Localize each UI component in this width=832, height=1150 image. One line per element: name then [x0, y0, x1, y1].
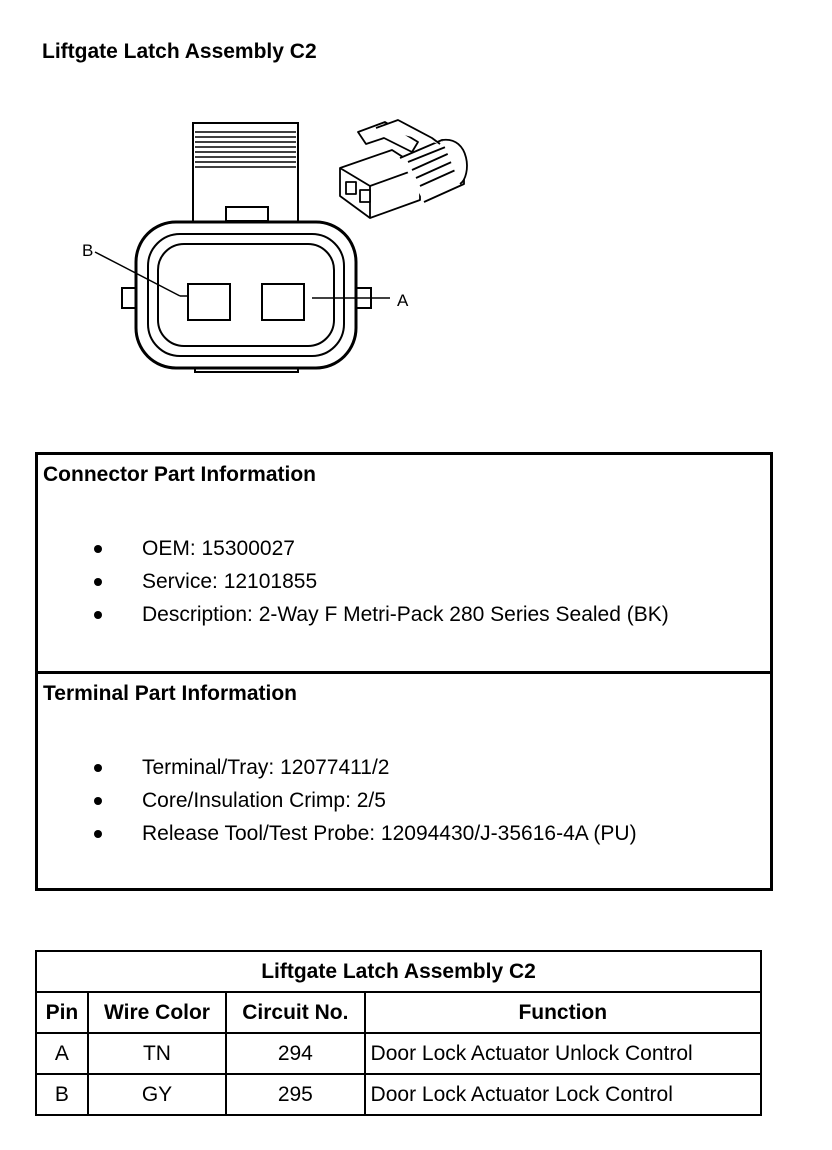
connector-info-heading: Connector Part Information — [43, 463, 317, 486]
table-cell: TN — [86, 1032, 228, 1075]
column-header-pin: Pin — [35, 991, 89, 1034]
list-item: Core/Insulation Crimp: 2/5 — [38, 784, 637, 817]
bullet-icon — [94, 545, 102, 553]
column-header-function: Function — [363, 991, 763, 1034]
terminal-info-heading: Terminal Part Information — [43, 682, 297, 705]
list-item: Service: 12101855 — [38, 565, 669, 598]
list-item: Terminal/Tray: 12077411/2 — [38, 751, 637, 784]
pin-a-label: A — [397, 291, 409, 310]
list-item: Description: 2-Way F Metri-Pack 280 Seri… — [38, 598, 669, 631]
bullet-icon — [94, 797, 102, 805]
list-item-text: Service: 12101855 — [142, 570, 318, 593]
terminal-info-list: Terminal/Tray: 12077411/2 Core/Insulatio… — [38, 751, 637, 850]
table-cell: B — [35, 1073, 89, 1116]
connector-part-info-box: Connector Part Information OEM: 15300027… — [35, 452, 773, 674]
list-item-text: Description: 2-Way F Metri-Pack 280 Seri… — [142, 603, 669, 626]
table-cell: 295 — [225, 1073, 366, 1116]
bullet-icon — [94, 611, 102, 619]
table-cell: 294 — [225, 1032, 366, 1075]
page-title: Liftgate Latch Assembly C2 — [42, 40, 317, 63]
pin-b-label: B — [82, 241, 93, 260]
pin-table-title: Liftgate Latch Assembly C2 — [35, 950, 762, 993]
table-cell: GY — [86, 1073, 228, 1116]
connector-diagram: B A — [82, 119, 468, 373]
list-item-text: Release Tool/Test Probe: 12094430/J-3561… — [142, 822, 637, 845]
connector-face-view — [94, 122, 390, 373]
bullet-icon — [94, 764, 102, 772]
pin-table: Liftgate Latch Assembly C2 Pin Wire Colo… — [35, 950, 763, 1116]
table-row: B GY 295 Door Lock Actuator Lock Control — [35, 1073, 763, 1116]
table-header-row: Pin Wire Color Circuit No. Function — [35, 991, 763, 1034]
table-row: A TN 294 Door Lock Actuator Unlock Contr… — [35, 1032, 763, 1075]
connector-info-list: OEM: 15300027 Service: 12101855 Descript… — [38, 532, 669, 631]
table-cell: A — [35, 1032, 89, 1075]
list-item: OEM: 15300027 — [38, 532, 669, 565]
column-header-circuit-no: Circuit No. — [225, 991, 366, 1034]
terminal-part-info-box: Terminal Part Information Terminal/Tray:… — [35, 671, 773, 891]
bullet-icon — [94, 830, 102, 838]
list-item-text: Core/Insulation Crimp: 2/5 — [142, 789, 386, 812]
list-item-text: Terminal/Tray: 12077411/2 — [142, 756, 390, 779]
column-header-wire-color: Wire Color — [86, 991, 228, 1034]
connector-isometric-view — [339, 119, 468, 219]
bullet-icon — [94, 578, 102, 586]
list-item-text: OEM: 15300027 — [142, 537, 295, 560]
table-cell: Door Lock Actuator Unlock Control — [363, 1032, 763, 1075]
table-cell: Door Lock Actuator Lock Control — [363, 1073, 763, 1116]
list-item: Release Tool/Test Probe: 12094430/J-3561… — [38, 817, 637, 850]
